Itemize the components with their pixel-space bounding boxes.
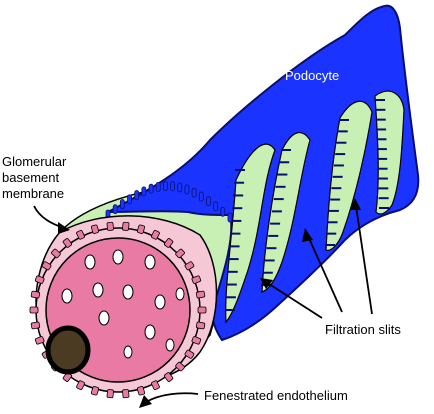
foot-process [112,204,118,215]
endothelium-arrowhead [139,395,152,408]
endothelial-projection [34,275,45,284]
gbm-label-line-1: Glomerular [2,154,67,169]
slit-arrowhead-3 [350,198,361,210]
foot-process [148,183,154,194]
foot-process [163,181,168,191]
slit-arrow-2 [307,235,343,313]
fenestra [165,338,175,352]
endothelial-projection [136,386,146,396]
foot-process [191,187,197,198]
fenestra [112,249,124,265]
endothelial-projection [191,336,202,345]
foot-process [127,194,132,205]
endothelial-projection [164,238,174,248]
slit-arrowhead-1 [260,278,273,289]
endothelial-projection [191,275,202,284]
endothelial-projection [76,380,85,391]
fenestra [61,288,73,304]
fenestra [123,345,133,359]
endothelial-projection [76,229,85,240]
capillary-lumen [45,325,91,375]
fenestra [84,254,96,270]
foot-process [213,201,219,212]
fenestra [122,284,134,300]
endothelial-projection [90,224,100,234]
endothelial-projection [122,221,130,231]
endothelial-projection [41,261,52,271]
endothelial-projection [175,248,185,259]
slit-arrow-3 [355,205,373,315]
endothelial-projection [34,336,45,345]
foot-process [170,181,175,192]
fenestra [98,310,110,326]
fenestra [175,287,185,301]
endothelial-projection [136,224,146,234]
podocyte-label: Podocyte [285,68,339,83]
foot-process [198,191,204,202]
filtration-slits-label: Filtration slits [325,322,401,337]
foot-process [134,190,140,200]
foot-process [184,184,190,195]
endothelial-projection [106,221,114,231]
slit-channel [261,132,311,293]
endothelial-projection [151,380,160,391]
endothelial-projection [30,321,41,330]
endothelial-projection [195,290,206,299]
endothelial-projection [30,290,41,299]
gbm-label-line-3: membrane [2,186,64,201]
fenestra [154,294,166,310]
slit-channel [225,143,276,324]
fenestrae [61,249,185,359]
gbm-arrowhead [58,222,70,234]
foot-process [220,206,226,217]
slit-channel [325,100,373,251]
endothelial-fringe [29,221,207,399]
endothelial-projection [62,238,72,248]
foot-process [177,182,183,193]
endothelial-projection [197,306,207,314]
endothelial-projection [106,389,114,399]
fenestra [144,324,156,340]
foot-process [206,196,211,207]
foot-process [141,186,147,197]
fenestra [92,282,104,298]
endothelium-arrow [145,392,199,403]
endothelial-projection [195,321,206,330]
endothelial-projection [184,349,195,359]
foot-process [155,181,161,192]
endothelial-projection [151,229,160,240]
fenestrated-endothelium-label: Fenestrated endothelium [204,388,348,403]
slit-arrowhead-2 [302,228,313,242]
fenestra [144,254,156,270]
slit-arrow-1 [265,281,323,319]
slit-interdigitations [225,99,389,311]
endothelial-projection [164,372,174,382]
endothelial-projection [51,248,61,259]
foot-process [227,212,233,223]
gbm-label-line-2: basement [2,170,59,185]
endothelial-projection [122,389,130,399]
pointer-arrows [33,198,373,408]
foot-process [119,199,125,209]
filtration-slit-channels [225,90,405,324]
endothelial-projection [29,306,39,314]
endothelial-projection [184,261,195,271]
endothelial-projection [90,386,100,396]
endothelial-projection [175,361,185,372]
